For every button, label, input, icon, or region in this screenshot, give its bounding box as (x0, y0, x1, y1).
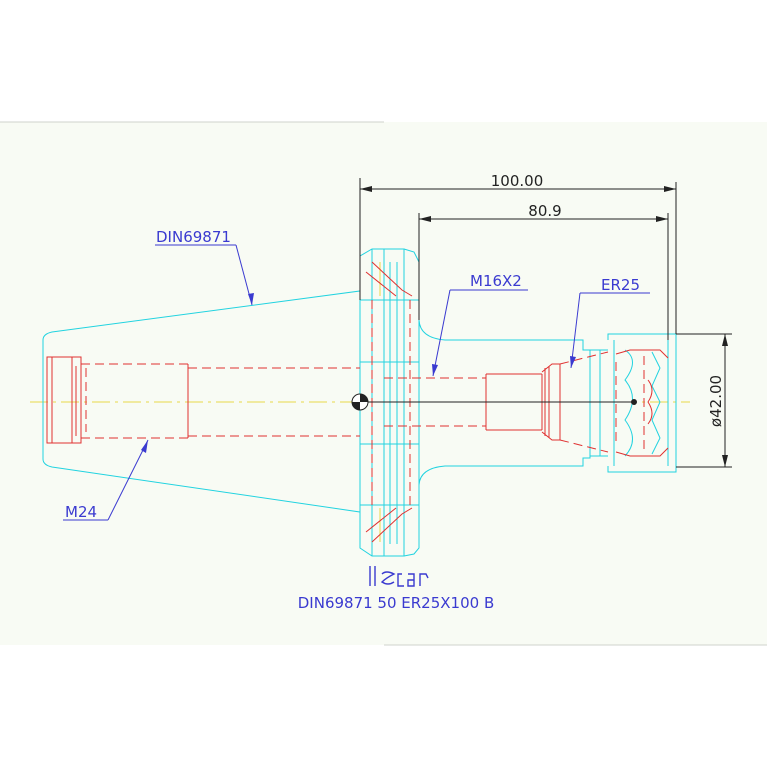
dimension-system (359, 178, 732, 468)
label-er25: ER25 (601, 276, 640, 294)
dim-overall-length: 100.00 (491, 172, 544, 190)
leader-m24 (63, 439, 149, 521)
dim-gauge-length: 80.9 (528, 202, 561, 220)
label-m16x2: M16X2 (470, 272, 522, 290)
drawing-caption: DIN69871 50 ER25X100 B (298, 594, 495, 612)
leader-din (155, 244, 254, 306)
label-din69871: DIN69871 (156, 228, 231, 246)
body-outline (418, 319, 677, 486)
leader-m16 (432, 289, 528, 377)
dim-diameter: ø42.00 (707, 375, 725, 427)
leader-er25 (570, 292, 650, 369)
gauge-point-marker (351, 393, 369, 411)
iscar-logo (369, 566, 429, 587)
label-m24: M24 (65, 503, 97, 521)
nut-center-marker (631, 399, 637, 405)
hidden-features (46, 261, 669, 543)
